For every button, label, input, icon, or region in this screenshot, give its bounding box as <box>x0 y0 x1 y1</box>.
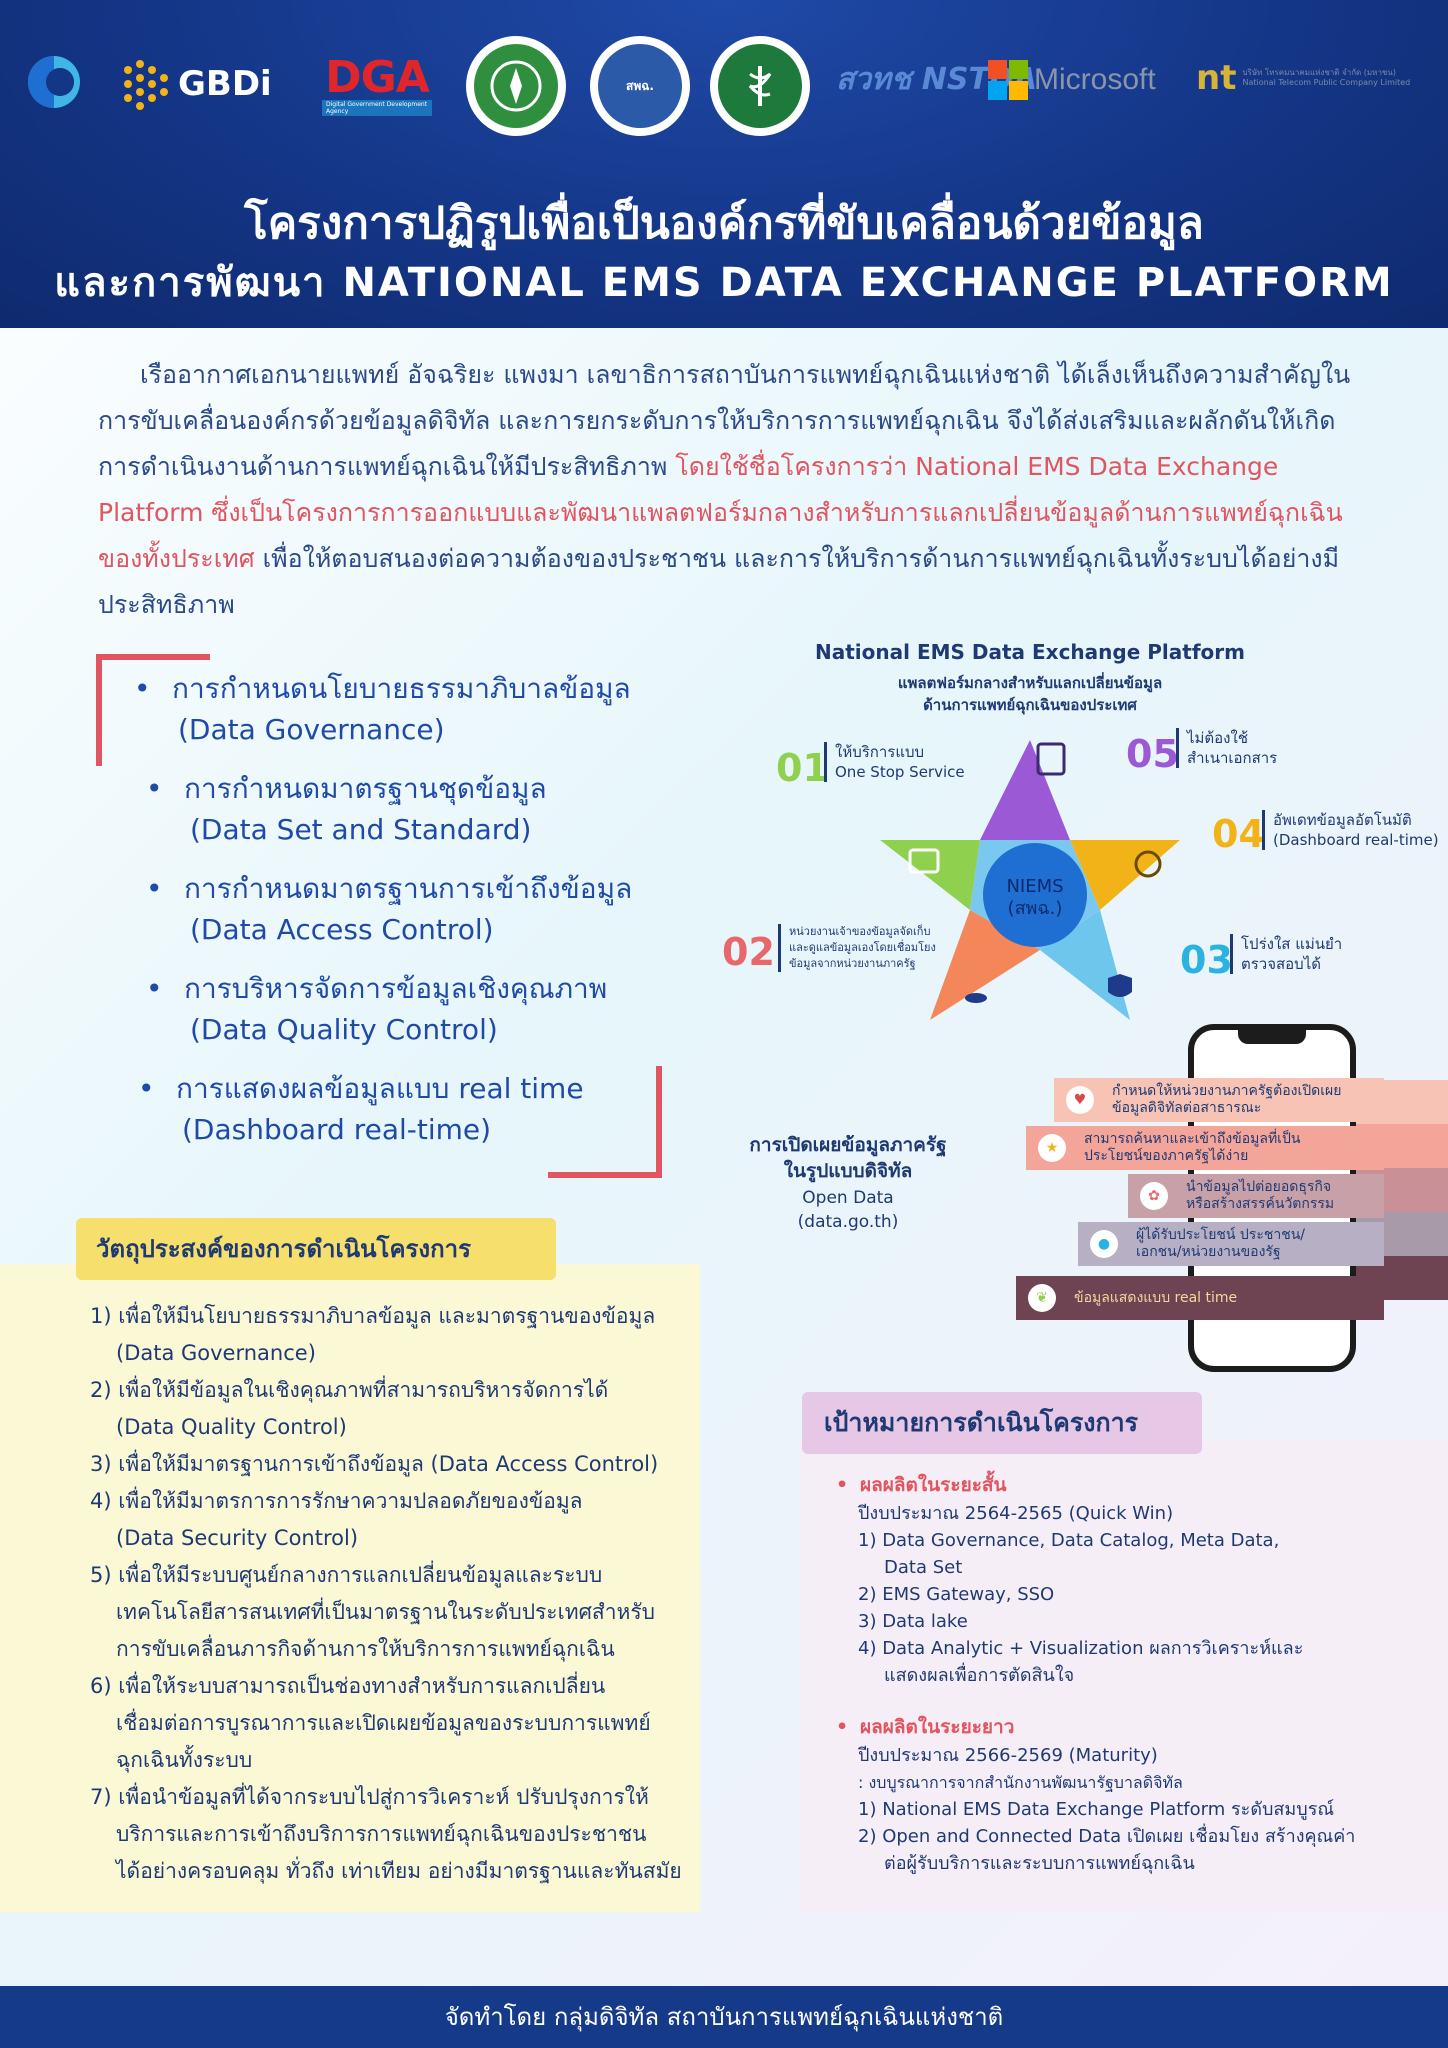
open-data-title: การเปิดเผยข้อมูลภาครัฐ ในรูปแบบดิจิทัล <box>749 1134 947 1182</box>
long-term-goals: ผลผลิตในระยะยาว ปีงบประมาณ 2566-2569 (Ma… <box>830 1712 1430 1877</box>
goal-line: 1) National EMS Data Exchange Platform ร… <box>858 1799 1335 1820</box>
c-logo <box>24 52 84 112</box>
list-item: การบริหารจัดการข้อมูลเชิงคุณภาพ(Data Qua… <box>146 968 694 1050</box>
dga-logo-text: DGA <box>325 52 430 103</box>
item-03-number: 03 <box>1180 938 1233 982</box>
heart-icon: ♥ <box>1066 1086 1094 1114</box>
item-02-label: หน่วยงานเจ้าของข้อมูลจัดเก็บและดูแลข้อมู… <box>778 924 936 972</box>
document-icon <box>1036 742 1066 776</box>
page-title-line2: และการพัฒนา NATIONAL EMS DATA EXCHANGE P… <box>54 260 1394 306</box>
list-item: 3) เพื่อให้มีมาตรฐานการเข้าถึงข้อมูล (Da… <box>90 1452 659 1476</box>
microsoft-logo-text: Microsoft <box>1034 63 1156 96</box>
platform-star-diagram: NIEMS (สพฉ.) <box>880 740 1180 1020</box>
goal-line: 4) Data Analytic + Visualization ผลการวิ… <box>858 1638 1304 1659</box>
list-item: การกำหนดมาตรฐานชุดข้อมูล(Data Set and St… <box>146 768 694 850</box>
dga-logo-subtext: Digital Government Development Agency <box>322 100 432 116</box>
goal-line: Data Set <box>884 1557 963 1578</box>
shield-check-icon <box>1108 974 1132 997</box>
goal-line: 1) Data Governance, Data Catalog, Meta D… <box>858 1530 1280 1551</box>
list-item: 5) เพื่อให้มีระบบศูนย์กลางการแลกเปลี่ยนข… <box>90 1563 655 1661</box>
header-banner: GBDi DGA Digital Government Development … <box>0 0 1448 328</box>
goal-line: 2) EMS Gateway, SSO <box>858 1584 1055 1605</box>
moph-seal-logo <box>710 36 810 136</box>
database-icon <box>965 993 987 1003</box>
item-05-number: 05 <box>1126 732 1179 776</box>
list-item: 2) เพื่อให้มีข้อมูลในเชิงคุณภาพที่สามารถ… <box>90 1378 609 1439</box>
goal-line: ปีงบประมาณ 2564-2565 (Quick Win) <box>858 1503 1174 1524</box>
long-term-heading: ผลผลิตในระยะยาว <box>830 1712 1430 1742</box>
niems-seal-logo: สพฉ. <box>590 36 690 136</box>
gbdi-logo-text: GBDi <box>178 64 272 104</box>
goal-line: แสดงผลเพื่อการตัดสินใจ <box>884 1665 1075 1686</box>
intro-text-part2: เพื่อให้ตอบสนองต่อความต้องของประชาชน และ… <box>98 544 1340 619</box>
nt-logo-subtext: บริษัท โทรคมนาคมแห่งชาติ จำกัด (มหาชน) N… <box>1242 68 1411 87</box>
item-02-number: 02 <box>722 930 775 974</box>
infographic-title: National EMS Data Exchange Platform <box>815 640 1245 664</box>
leaf-icon: ❦ <box>1028 1284 1056 1312</box>
item-05-label: ไม่ต้องใช้สำเนาเอกสาร <box>1176 728 1277 768</box>
dga-logo: DGA Digital Government Development Agenc… <box>322 54 432 118</box>
nt-logo-text: nt <box>1196 58 1237 98</box>
list-item: การกำหนดนโยบายธรรมาภิบาลข้อมูล(Data Gove… <box>134 668 694 750</box>
list-item: การแสดงผลข้อมูลแบบ real time(Dashboard r… <box>138 1068 694 1150</box>
gbdi-logo: GBDi <box>120 56 272 112</box>
bracket-top-left <box>96 654 210 766</box>
objectives-list: 1) เพื่อให้มีนโยบายธรรมาภิบาลข้อมูล และม… <box>90 1298 690 1890</box>
chart-clock-icon <box>1134 850 1162 878</box>
intro-paragraph: เรืออากาศเอกนายแพทย์ อัจฉริยะ แพงมา เลขา… <box>98 352 1368 628</box>
chat-icon: ● <box>1090 1230 1118 1258</box>
star-point-01 <box>880 840 980 910</box>
item-01-number: 01 <box>776 746 829 790</box>
list-item: 4) เพื่อให้มีมาตรการการรักษาความปลอดภัยข… <box>90 1489 583 1550</box>
partner-logos: GBDi DGA Digital Government Development … <box>24 34 1424 144</box>
list-item: 6) เพื่อให้ระบบสามารถเป็นช่องทางสำหรับกา… <box>90 1674 651 1772</box>
goal-line: : งบบูรณาการจากสำนักงานพัฒนารัฐบาลดิจิทั… <box>858 1773 1183 1792</box>
item-04-number: 04 <box>1212 812 1265 856</box>
microsoft-squares-icon <box>988 60 1028 100</box>
intro-text-part1: เรืออากาศเอกนายแพทย์ อัจฉริยะ แพงมา เลขา… <box>98 360 1351 481</box>
key-activities-list: การกำหนดนโยบายธรรมาภิบาลข้อมูล(Data Gove… <box>134 668 694 1168</box>
people-icon <box>908 848 940 874</box>
nt-logo: nt บริษัท โทรคมนาคมแห่งชาติ จำกัด (มหาชน… <box>1196 58 1422 98</box>
goal-line: 3) Data lake <box>858 1611 968 1632</box>
intro-highlight: โดยใช้ชื่อโครงการว่า National EMS Data E… <box>98 452 1343 573</box>
goal-line: ปีงบประมาณ 2566-2569 (Maturity) <box>858 1745 1158 1766</box>
item-04-label: อัพเดทข้อมูลอัตโนมัติ(Dashboard real-tim… <box>1262 810 1439 850</box>
goal-line: ต่อผู้รับบริการและระบบการแพทย์ฉุกเฉิน <box>884 1853 1195 1874</box>
open-data-ribbon-2: ★ สามารถค้นหาและเข้าถึงข้อมูลที่เป็นประโ… <box>1026 1126 1384 1170</box>
page-title-line1: โครงการปฏิรูปเพื่อเป็นองค์กรที่ขับเคลื่อ… <box>244 198 1204 249</box>
goal-line: 2) Open and Connected Data เปิดเผย เชื่อ… <box>858 1826 1356 1847</box>
objectives-title: วัตถุประสงค์ของการดำเนินโครงการ <box>76 1218 556 1280</box>
open-data-ribbon-5: ❦ ข้อมูลแสดงแบบ real time <box>1016 1276 1384 1320</box>
footer-credit: จัดทำโดย กลุ่มดิจิทัล สถาบันการแพทย์ฉุกเ… <box>0 1986 1448 2048</box>
open-data-subtitle: Open Data (data.go.th) <box>797 1188 899 1232</box>
center-label-1: NIEMS <box>1006 876 1063 897</box>
center-label-2: (สพฉ.) <box>1008 898 1063 919</box>
item-03-label: โปร่งใส แม่นยำตรวจสอบได้ <box>1230 934 1342 974</box>
flower-icon: ✿ <box>1140 1182 1168 1210</box>
star-point-04 <box>1070 840 1180 910</box>
goals-title: เป้าหมายการดำเนินโครงการ <box>802 1392 1202 1454</box>
infographic-subtitle: แพลตฟอร์มกลางสำหรับแลกเปลี่ยนข้อมูล ด้าน… <box>897 674 1163 714</box>
microsoft-logo: Microsoft <box>988 60 1156 100</box>
list-item: การกำหนดมาตรฐานการเข้าถึงข้อมูล(Data Acc… <box>146 868 694 950</box>
star-icon: ★ <box>1038 1134 1066 1162</box>
short-term-goals: ผลผลิตในระยะสั้น ปีงบประมาณ 2564-2565 (Q… <box>830 1470 1430 1689</box>
ministry-seal-logo <box>466 36 566 136</box>
open-data-ribbon-1: ♥ กำหนดให้หน่วยงานภาครัฐต้องเปิดเผยข้อมู… <box>1054 1078 1384 1122</box>
center-circle <box>983 843 1087 947</box>
star-point-05 <box>980 740 1070 840</box>
gbdi-dots-icon <box>120 56 172 112</box>
niems-seal-text: สพฉ. <box>598 44 682 128</box>
objectives-panel <box>0 1264 700 1912</box>
list-item: 7) เพื่อนำข้อมูลที่ได้จากระบบไปสู่การวิเ… <box>90 1785 682 1883</box>
list-item: 1) เพื่อให้มีนโยบายธรรมาภิบาลข้อมูล และม… <box>90 1304 656 1365</box>
open-data-ribbon-4: ● ผู้ได้รับประโยชน์ ประชาชน/เอกชน/หน่วยง… <box>1078 1222 1384 1266</box>
goals-panel <box>800 1440 1448 1912</box>
open-data-ribbon-3: ✿ นำข้อมูลไปต่อยอดธุรกิจหรือสร้างสรรค์นว… <box>1128 1174 1384 1218</box>
short-term-heading: ผลผลิตในระยะสั้น <box>830 1470 1430 1500</box>
